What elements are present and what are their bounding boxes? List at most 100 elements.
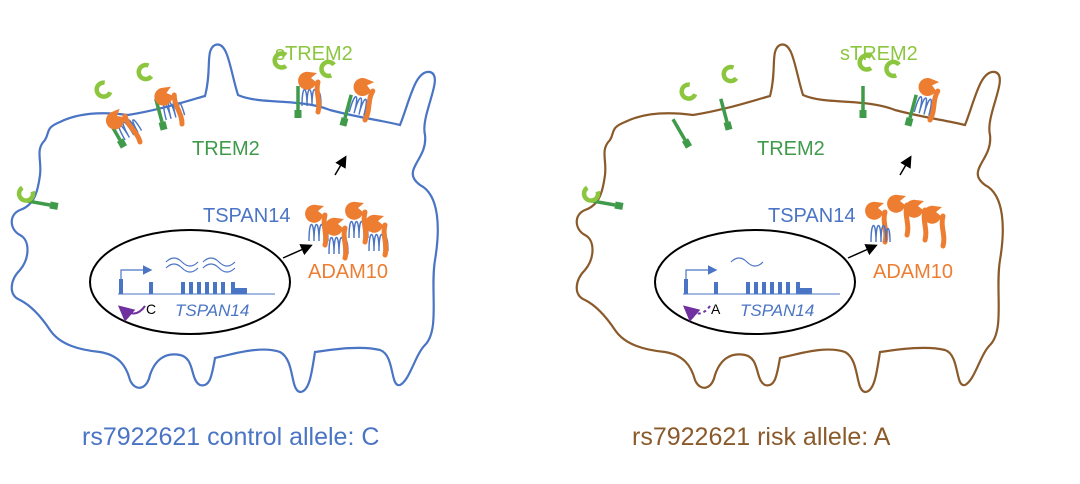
strem2-arc — [94, 80, 113, 99]
expression-arrow — [847, 244, 878, 259]
adam10-protease-icon — [154, 86, 185, 127]
promoter-arrow-icon — [685, 265, 718, 279]
adam10-label: ADAM10 — [308, 261, 388, 283]
trem2-stalk — [908, 94, 918, 119]
mrna-transcript-icon — [202, 263, 236, 273]
strem2-arc — [884, 59, 901, 79]
adam10-protease-icon — [325, 217, 349, 261]
trem2-receptor-icon — [339, 94, 353, 127]
translocation-arrow — [899, 155, 912, 176]
strem2-arc — [136, 62, 154, 82]
adam10-stalk — [362, 88, 376, 123]
adam10-head — [298, 71, 317, 90]
exon — [754, 282, 758, 294]
adam10-head — [345, 201, 364, 220]
trem2-receptor-icon — [859, 86, 867, 118]
strem2-ligand-icon — [16, 185, 36, 203]
adam10-protease-icon — [353, 78, 376, 123]
exon — [189, 282, 193, 294]
trem2-anchor — [339, 117, 349, 127]
trem2-receptor-icon — [719, 98, 733, 131]
trem2-anchor — [116, 138, 128, 149]
adam10-protease-icon — [105, 108, 143, 145]
strem2-label: sTREM2 — [840, 43, 918, 65]
strem2-arc — [679, 82, 698, 101]
adam10-head — [918, 78, 940, 96]
exon — [119, 279, 123, 294]
strem2-label: sTREM2 — [275, 43, 353, 65]
adam10-stalk — [381, 222, 389, 258]
strem2-ligand-icon — [272, 51, 288, 70]
expression-arrow — [282, 244, 313, 259]
strem2-ligand-icon — [94, 80, 113, 99]
exon — [786, 282, 790, 294]
adam10-stalk — [939, 213, 947, 249]
exon — [684, 279, 688, 294]
strem2-ligand-icon — [721, 64, 739, 84]
trem2-anchor — [614, 201, 624, 210]
cell-membrane — [575, 43, 1004, 394]
trem2-receptor-icon — [671, 118, 693, 149]
enhancer-regulation-arrow-icon — [682, 305, 711, 322]
strem2-arc — [581, 185, 601, 203]
strem2-ligand-icon — [581, 185, 601, 203]
adam10-head — [865, 201, 884, 220]
adam10-head — [887, 194, 906, 213]
exon — [714, 282, 718, 294]
tspan14-coil — [870, 224, 891, 243]
adam10-stalk — [171, 92, 185, 127]
adam10-head — [154, 86, 173, 106]
gene-name-label: TSPAN14 — [740, 301, 814, 320]
adam10-protease-icon — [365, 214, 389, 258]
adam10-head — [353, 78, 375, 96]
enhancer-regulation-arrow-icon — [117, 305, 146, 322]
adam10-head — [365, 214, 384, 233]
adam10-head — [905, 199, 924, 218]
nucleus — [89, 229, 291, 335]
trem2-stalk — [719, 98, 729, 123]
mrna-transcript-icon — [202, 257, 236, 267]
exon — [762, 282, 766, 294]
trem2-label: TREM2 — [757, 138, 825, 160]
trem2-anchor — [681, 138, 693, 149]
trem2-anchor — [294, 110, 302, 118]
adam10-protease-icon — [298, 71, 322, 115]
adam10-protease-icon — [918, 78, 941, 123]
tspan14-icon — [870, 224, 891, 243]
adam10-protease-icon — [887, 194, 911, 238]
exon — [770, 282, 774, 294]
adam10-protease-icon — [345, 201, 369, 245]
gene-name-label: TSPAN14 — [175, 301, 249, 320]
promoter-arrow-icon — [120, 265, 153, 279]
exon — [181, 282, 185, 294]
trem2-anchor — [904, 117, 914, 127]
strem2-ligand-icon — [319, 59, 336, 79]
adam10-protease-icon — [923, 205, 947, 249]
strem2-arc — [16, 185, 36, 203]
exon — [149, 282, 153, 294]
trem2-stalk — [343, 94, 353, 119]
tspan14-label: TSPAN14 — [203, 205, 290, 227]
utr-exon — [796, 288, 812, 294]
trem2-receptor-icon — [294, 86, 302, 118]
strem2-arc — [857, 53, 873, 72]
adam10-head — [305, 204, 324, 223]
adam10-head — [105, 108, 124, 130]
mrna-transcript-icon — [730, 257, 764, 267]
adam10-stalk — [321, 212, 329, 248]
trem2-anchor — [158, 121, 168, 131]
trem2-label: TREM2 — [192, 138, 260, 160]
adam10-protease-icon — [305, 204, 329, 248]
trem2-stalk — [671, 118, 687, 141]
exon — [213, 282, 217, 294]
adam10-stalk — [122, 113, 143, 145]
adam10-head — [325, 217, 344, 236]
adam10-label: ADAM10 — [873, 261, 953, 283]
trem2-anchor — [49, 201, 59, 210]
strem2-ligand-icon — [857, 53, 873, 72]
mrna-transcript-icon — [165, 257, 199, 267]
